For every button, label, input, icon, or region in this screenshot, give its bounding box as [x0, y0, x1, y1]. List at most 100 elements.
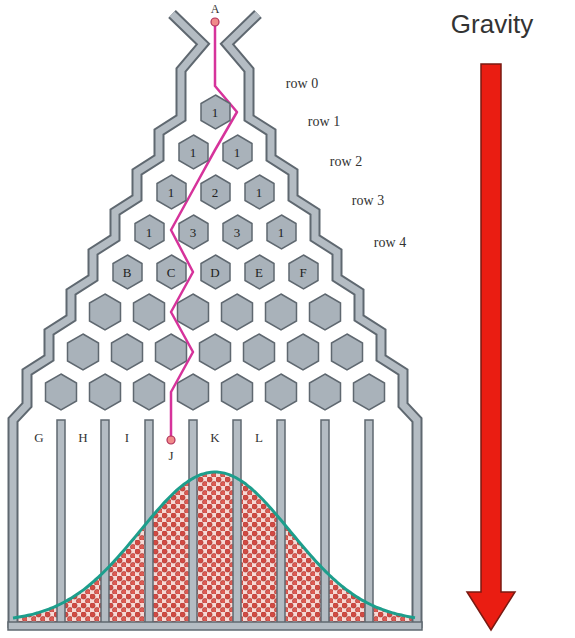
peg-hexagon: 1: [178, 134, 209, 170]
axis-title: Gravity: [451, 11, 533, 37]
gaussian-curve: [13, 472, 415, 618]
peg-number: 1: [212, 106, 219, 119]
hexagon-outline: [245, 175, 274, 209]
peg: [112, 334, 143, 370]
hexagon-outline: [201, 255, 230, 289]
bin-divider: [189, 420, 197, 626]
bin-dividers: [57, 420, 373, 626]
floor: [8, 622, 422, 630]
peg-hexagon: 2: [200, 174, 231, 210]
hexagon-outline: [179, 135, 208, 169]
peg-hexagon: 1: [222, 134, 253, 170]
peg: [134, 374, 165, 410]
peg-hexagon: 1: [156, 174, 187, 210]
bin-label: L: [255, 431, 263, 444]
row-label: row 0: [286, 77, 318, 91]
peg: [310, 294, 341, 330]
peg: [178, 374, 209, 410]
peg: [156, 334, 187, 370]
peg: [178, 294, 209, 330]
bead-pile: [325, 440, 369, 622]
hexagon-outline: [135, 215, 164, 249]
peg-hexagon: D: [200, 254, 231, 290]
peg: [222, 294, 253, 330]
peg-number: 1: [278, 226, 285, 239]
peg-hexagon: 1: [244, 174, 275, 210]
row-label: row 4: [374, 236, 406, 250]
wall: [227, 14, 417, 628]
bin-divider: [57, 420, 65, 626]
bin-label: H: [78, 431, 87, 444]
peg-number: C: [167, 266, 176, 279]
point-label: A: [211, 3, 220, 15]
peg: [244, 334, 275, 370]
peg: [266, 294, 297, 330]
peg: [354, 374, 385, 410]
row-label: row 3: [352, 194, 384, 208]
peg: [288, 334, 319, 370]
peg: [310, 374, 341, 410]
peg: [222, 374, 253, 410]
peg-number: B: [123, 266, 132, 279]
bin-label: I: [125, 431, 129, 444]
bin-divider: [233, 420, 241, 626]
bead-pile: [193, 440, 237, 622]
bead-pile: [281, 440, 325, 622]
peg-hexagon: 1: [200, 94, 231, 130]
hexagon-outline: [157, 175, 186, 209]
peg-hexagon: 1: [266, 214, 297, 250]
row-label: row 1: [308, 115, 340, 129]
hexagon-outline: [267, 215, 296, 249]
bin-divider: [321, 420, 329, 626]
peg-number: 3: [190, 226, 197, 239]
ball: [211, 18, 219, 26]
bin-label: J: [168, 449, 173, 462]
gravity-arrow: [467, 64, 515, 630]
peg-number: 1: [168, 186, 175, 199]
peg: [266, 374, 297, 410]
peg: [90, 374, 121, 410]
peg: [332, 334, 363, 370]
hexagon-outline: [289, 255, 318, 289]
bin-divider: [101, 420, 109, 626]
peg: [46, 374, 77, 410]
wall-outline: [13, 14, 203, 628]
hexagon-outline: [223, 215, 252, 249]
hexagon-outline: [113, 255, 142, 289]
peg-number: F: [299, 266, 306, 279]
bead-pile: [61, 440, 105, 622]
peg-hexagon: B: [112, 254, 143, 290]
peg-number: E: [255, 266, 263, 279]
peg-hexagon: 3: [178, 214, 209, 250]
hexagon-outline: [223, 135, 252, 169]
bin-divider: [365, 420, 373, 626]
bead-pile: [17, 440, 61, 622]
hexagon-outline: [157, 255, 186, 289]
bead-pile: [369, 440, 413, 622]
bead-pile: [149, 440, 193, 622]
bead-pile: [237, 440, 281, 622]
bin-label: K: [210, 431, 219, 444]
wall-outline: [227, 14, 417, 628]
peg: [134, 294, 165, 330]
peg-number: 2: [212, 186, 219, 199]
peg-number: 1: [256, 186, 263, 199]
peg-hexagon: 1: [134, 214, 165, 250]
hexagon-outline: [201, 175, 230, 209]
peg-number: D: [210, 266, 219, 279]
peg-hexagon: 3: [222, 214, 253, 250]
hexagon-outline: [201, 95, 230, 129]
peg-number: 1: [146, 226, 153, 239]
ball: [167, 436, 175, 444]
wall: [13, 14, 203, 628]
peg-number: 3: [234, 226, 241, 239]
pegs: [46, 294, 385, 410]
peg-number: 1: [234, 146, 241, 159]
peg-hexagon: C: [156, 254, 187, 290]
row-label: row 2: [330, 155, 362, 169]
peg-hexagon: F: [288, 254, 319, 290]
bin-label: G: [34, 431, 43, 444]
peg: [90, 294, 121, 330]
hexagon-outline: [179, 215, 208, 249]
